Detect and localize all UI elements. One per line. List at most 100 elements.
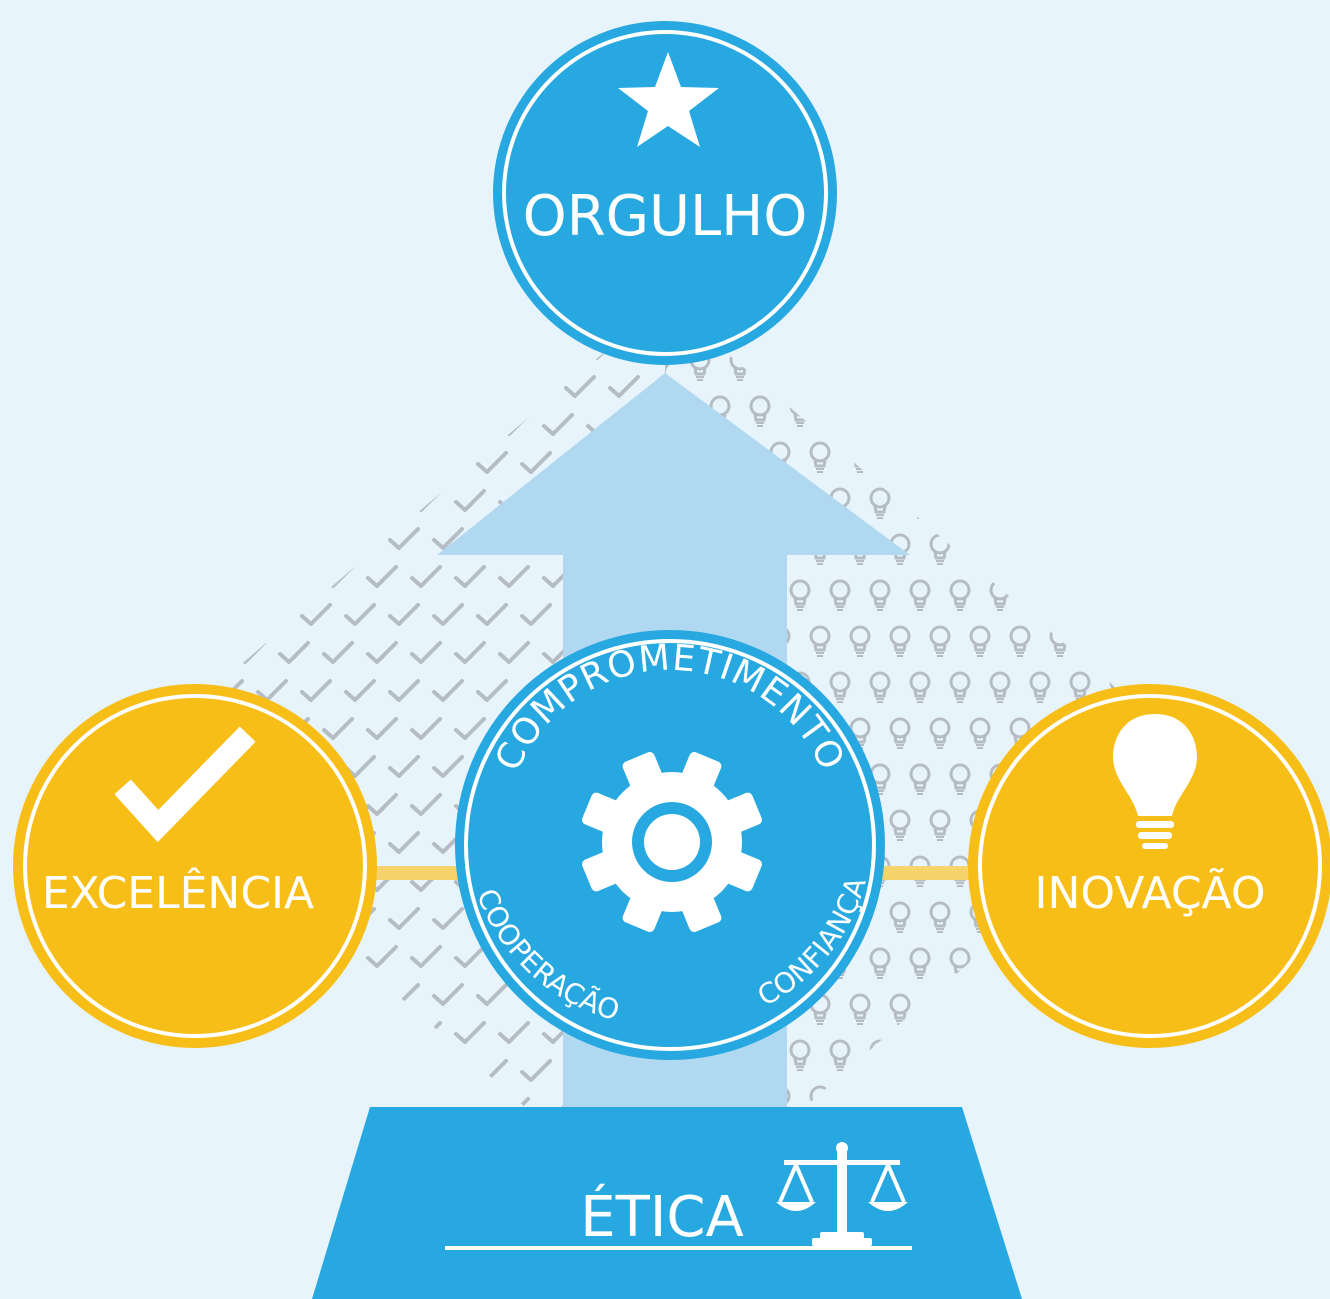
check-pattern-icon	[322, 1021, 354, 1044]
lightbulb-pattern-icon	[1129, 533, 1151, 566]
lightbulb-pattern-icon	[849, 349, 871, 382]
lightbulb-pattern-icon	[989, 1131, 1011, 1164]
check-pattern-icon	[322, 1097, 354, 1120]
check-pattern-icon	[608, 375, 640, 398]
lightbulb-pattern-icon	[829, 395, 851, 428]
lightbulb-pattern-icon	[909, 947, 931, 980]
check-pattern-icon	[190, 1097, 222, 1120]
check-pattern-icon	[432, 603, 464, 626]
left-value-label: EXCELÊNCIA	[42, 866, 314, 919]
lightbulb-pattern-icon	[1009, 349, 1031, 382]
check-pattern-icon	[300, 679, 332, 702]
lightbulb-pattern-icon	[1149, 395, 1171, 428]
lightbulb-pattern-icon	[829, 579, 851, 612]
lightbulb-pattern-icon	[1089, 533, 1111, 566]
lightbulb-pattern-icon	[1049, 441, 1071, 474]
lightbulb-pattern-icon	[1069, 1039, 1091, 1072]
lightbulb-pattern-icon	[1129, 625, 1151, 658]
check-pattern-icon	[432, 755, 464, 778]
lightbulb-pattern-icon	[1149, 1131, 1171, 1164]
lightbulb-pattern-icon	[749, 395, 771, 428]
check-pattern-icon	[322, 413, 354, 436]
lightbulb-pattern-icon	[1029, 487, 1051, 520]
check-pattern-icon	[234, 565, 266, 588]
lightbulb-pattern-icon	[869, 1039, 891, 1072]
check-pattern-icon	[190, 489, 222, 512]
check-pattern-icon	[256, 1135, 288, 1158]
lightbulb-pattern-icon	[1189, 395, 1200, 428]
check-pattern-icon	[366, 717, 398, 740]
lightbulb-pattern-icon	[809, 441, 831, 474]
check-pattern-icon	[388, 755, 420, 778]
lightbulb-pattern-icon	[969, 717, 991, 750]
center-value-circle: COMPROMETIMENTO COOPERAÇÃO CONFIANÇA	[455, 630, 885, 1060]
check-pattern-icon	[432, 300, 464, 322]
check-pattern-icon	[146, 641, 178, 664]
check-pattern-icon	[168, 603, 200, 626]
lightbulb-pattern-icon	[1129, 1177, 1151, 1210]
left-value-circle: EXCELÊNCIA	[13, 684, 377, 1048]
lightbulb-pattern-icon	[1109, 579, 1131, 612]
check-pattern-icon	[190, 413, 222, 436]
lightbulb-pattern-icon	[1109, 487, 1131, 520]
check-pattern-icon	[366, 489, 398, 512]
check-pattern-icon	[168, 451, 200, 474]
lightbulb-pattern-icon	[1069, 579, 1091, 612]
lightbulb-pattern-icon	[889, 809, 911, 842]
check-pattern-icon	[130, 300, 156, 322]
check-pattern-icon	[146, 565, 178, 588]
lightbulb-pattern-icon	[909, 763, 931, 796]
check-pattern-icon	[344, 375, 376, 398]
check-pattern-icon	[300, 527, 332, 550]
check-pattern-icon	[212, 1135, 244, 1158]
lightbulb-pattern-icon	[929, 349, 951, 382]
lightbulb-pattern-icon	[789, 395, 811, 428]
check-pattern-icon	[410, 717, 442, 740]
lightbulb-pattern-icon	[1049, 1177, 1071, 1210]
lightbulb-pattern-icon	[1189, 487, 1200, 520]
lightbulb-pattern-icon	[1009, 1085, 1031, 1118]
lightbulb-pattern-icon	[869, 947, 891, 980]
lightbulb-pattern-icon	[829, 303, 851, 336]
lightbulb-pattern-icon	[1049, 625, 1071, 658]
check-pattern-icon	[168, 300, 200, 322]
check-pattern-icon	[410, 413, 442, 436]
check-pattern-icon	[410, 1021, 442, 1044]
check-pattern-icon	[432, 983, 464, 1006]
check-pattern-icon	[410, 641, 442, 664]
check-pattern-icon	[388, 300, 420, 322]
check-pattern-icon	[212, 1211, 244, 1230]
check-pattern-icon	[212, 451, 244, 474]
lightbulb-pattern-icon	[929, 441, 951, 474]
lightbulb-icon	[1113, 714, 1197, 849]
check-pattern-icon	[322, 565, 354, 588]
check-pattern-icon	[344, 451, 376, 474]
check-pattern-icon	[542, 337, 574, 360]
check-pattern-icon	[476, 300, 508, 322]
check-pattern-icon	[168, 1211, 200, 1230]
lightbulb-pattern-icon	[909, 303, 931, 336]
check-pattern-icon	[300, 1211, 332, 1230]
lightbulb-pattern-icon	[1109, 1131, 1131, 1164]
check-pattern-icon	[454, 413, 486, 436]
check-pattern-icon	[190, 1173, 222, 1196]
lightbulb-pattern-icon	[1029, 395, 1051, 428]
lightbulb-pattern-icon	[1069, 487, 1091, 520]
lightbulb-pattern-icon	[1029, 671, 1051, 704]
check-pattern-icon	[476, 983, 508, 1006]
lightbulb-pattern-icon	[1129, 1085, 1151, 1118]
check-pattern-icon	[278, 565, 310, 588]
lightbulb-pattern-icon	[789, 579, 811, 612]
check-pattern-icon	[344, 527, 376, 550]
check-pattern-icon	[190, 565, 222, 588]
lightbulb-pattern-icon	[1189, 579, 1200, 612]
check-pattern-icon	[388, 1059, 420, 1082]
check-pattern-icon	[190, 337, 222, 360]
lightbulb-pattern-icon	[1089, 625, 1111, 658]
lightbulb-pattern-icon	[1089, 1085, 1111, 1118]
check-pattern-icon	[520, 375, 552, 398]
lightbulb-pattern-icon	[929, 993, 951, 1026]
check-pattern-icon	[234, 1173, 266, 1196]
lightbulb-pattern-icon	[949, 763, 971, 796]
